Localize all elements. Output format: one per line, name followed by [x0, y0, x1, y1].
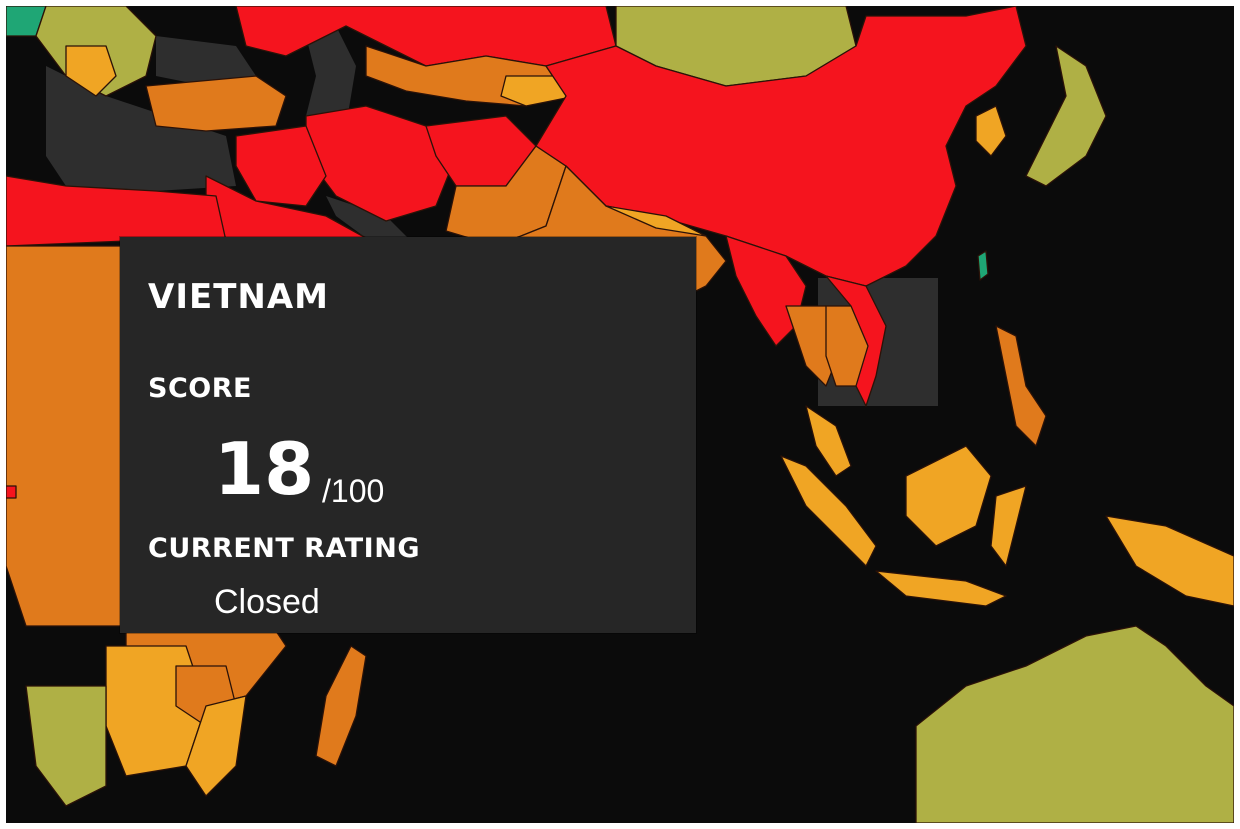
black-sea — [156, 36, 256, 86]
score-value: 18 — [214, 427, 315, 511]
region-indonesia-sumatra[interactable] — [780, 455, 877, 567]
map-canvas — [6, 6, 1234, 823]
region-philippines[interactable] — [995, 325, 1047, 447]
region-myanmar[interactable] — [725, 235, 807, 347]
region-malaysia[interactable] — [805, 405, 852, 477]
region-africa-south[interactable] — [25, 685, 107, 807]
region-madagascar[interactable] — [315, 645, 367, 767]
region-balkans[interactable] — [65, 45, 117, 97]
region-indonesia-sulawesi[interactable] — [990, 485, 1027, 567]
rating-label: CURRENT RATING — [148, 533, 420, 564]
score-label: SCORE — [148, 373, 252, 404]
rating-value: Closed — [214, 583, 320, 621]
region-iran[interactable] — [305, 105, 457, 222]
region-indonesia-java[interactable] — [875, 570, 1007, 607]
region-russia[interactable] — [235, 6, 617, 67]
region-africa-west[interactable] — [6, 245, 127, 627]
region-nepal[interactable] — [605, 205, 707, 237]
region-north-africa[interactable] — [6, 175, 227, 247]
region-vietnam[interactable] — [825, 275, 887, 407]
region-africa-mozambique[interactable] — [185, 695, 247, 797]
region-indonesia-borneo[interactable] — [905, 445, 992, 547]
score-max: /100 — [322, 473, 385, 509]
region-australia[interactable] — [915, 625, 1234, 823]
region-korea[interactable] — [975, 105, 1007, 157]
country-tooltip: VIETNAM SCORE 18 /100 CURRENT RATING Clo… — [120, 237, 696, 633]
mediterranean-sea — [46, 66, 236, 191]
region-turkey[interactable] — [145, 75, 287, 132]
region-taiwan[interactable] — [977, 250, 989, 281]
world-map[interactable]: VIETNAM SCORE 18 /100 CURRENT RATING Clo… — [6, 6, 1234, 823]
persian-gulf — [326, 196, 416, 246]
region-new-guinea[interactable] — [1105, 515, 1234, 607]
region-japan[interactable] — [1025, 45, 1107, 187]
region-africa-small-red[interactable] — [6, 485, 17, 499]
region-iraq-syria[interactable] — [235, 125, 327, 207]
country-name: VIETNAM — [148, 277, 329, 317]
